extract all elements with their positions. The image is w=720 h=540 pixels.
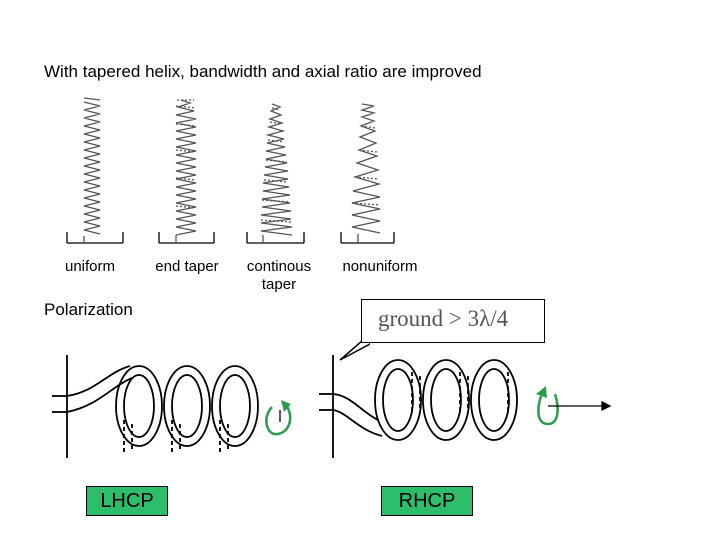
slide-title: With tapered helix, bandwidth and axial … bbox=[44, 62, 482, 81]
label-uniform: uniform bbox=[64, 258, 116, 275]
label-end-taper: end taper bbox=[155, 258, 219, 275]
lhcp-helix-icon bbox=[52, 355, 259, 458]
continuous-taper-helix-icon bbox=[246, 103, 305, 244]
label-nonuniform: nonuniform bbox=[342, 258, 418, 275]
rhcp-helix-icon bbox=[319, 355, 518, 458]
rhcp-rotation-arrow-icon bbox=[536, 386, 559, 426]
ground-callout bbox=[361, 299, 545, 343]
uniform-helix-icon bbox=[66, 97, 124, 244]
end-taper-helix-icon bbox=[158, 99, 215, 244]
nonuniform-helix-icon bbox=[340, 103, 395, 244]
rhcp-label: RHCP bbox=[381, 486, 473, 516]
label-continuous-taper: continous taper bbox=[246, 258, 312, 293]
lhcp-rotation-arrow-icon bbox=[265, 400, 292, 436]
ground-condition-text: ground > 3λ/4 bbox=[378, 306, 509, 331]
polarization-heading: Polarization bbox=[44, 300, 133, 319]
propagation-arrow-icon bbox=[548, 400, 612, 412]
lhcp-label: LHCP bbox=[86, 486, 168, 516]
